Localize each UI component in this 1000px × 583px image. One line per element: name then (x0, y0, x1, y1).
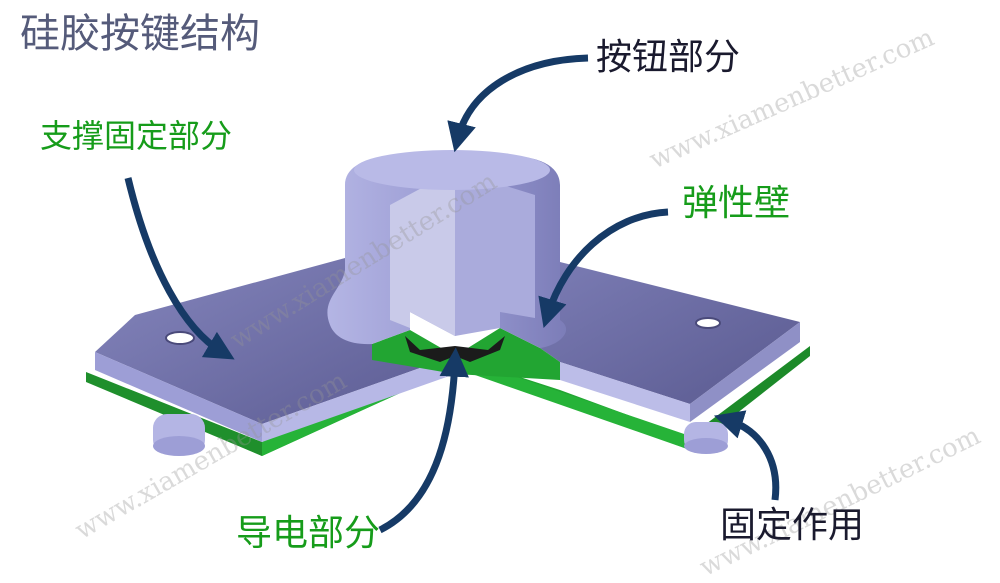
arrow-support (124, 177, 235, 360)
label-button: 按钮部分 (596, 37, 741, 78)
arrow-fixing (713, 410, 780, 501)
label-fixing: 固定作用 (720, 505, 865, 546)
label-elastic-wall: 弹性壁 (682, 183, 791, 224)
fixing-peg-left (153, 414, 205, 456)
label-conductive: 导电部分 (236, 513, 381, 554)
support-base-right (540, 262, 800, 422)
button-cap (327, 150, 567, 348)
diagram-title: 硅胶按键结构 (20, 11, 260, 57)
arrow-button (447, 54, 589, 153)
pointer-arrows (124, 54, 780, 534)
arrow-conductive (378, 347, 469, 534)
arrow-wall (538, 208, 669, 329)
fixing-peg-right (684, 422, 728, 454)
label-support: 支撑固定部分 (40, 117, 233, 155)
